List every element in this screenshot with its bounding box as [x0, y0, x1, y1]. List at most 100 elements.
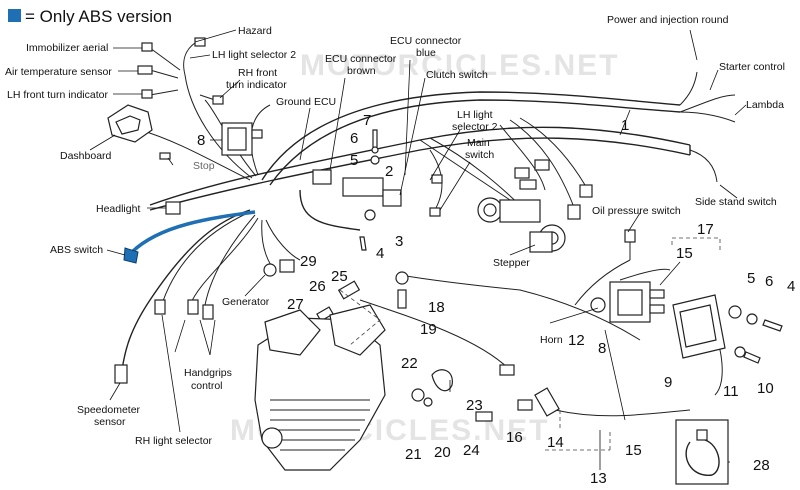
label-lh-light-2: selector 2 — [452, 121, 498, 133]
callout-4: 4 — [376, 245, 384, 262]
label-main-switch-1: Main — [467, 137, 490, 149]
label-rh-front-1: RH front — [238, 67, 277, 79]
label-lambda: Lambda — [746, 99, 784, 111]
callout-13: 13 — [590, 470, 607, 487]
callout-3: 3 — [395, 233, 403, 250]
callout-20: 20 — [434, 444, 451, 461]
clamp-28 — [675, 419, 729, 485]
label-power-injection: Power and injection round — [607, 14, 729, 26]
callout-22: 22 — [401, 355, 418, 372]
callout-11: 11 — [723, 383, 739, 400]
callout-9: 9 — [664, 374, 672, 391]
label-speedometer-1: Speedometer — [77, 404, 141, 416]
callout-5-right: 5 — [747, 270, 755, 287]
callout-17: 17 — [697, 221, 714, 238]
engine-block — [254, 304, 386, 471]
engine-dashed-guide — [339, 289, 381, 346]
label-horn: Horn — [540, 334, 563, 346]
label-stepper: Stepper — [493, 257, 530, 269]
oil-pressure-connector — [624, 229, 636, 243]
bracket-17 — [671, 237, 721, 250]
callout-10: 10 — [757, 380, 774, 397]
ecu-connector-blue — [382, 189, 402, 207]
dashboard-part — [107, 104, 153, 143]
callout-18: 18 — [428, 299, 445, 316]
bracket-13 — [545, 410, 611, 451]
callout-12: 12 — [568, 332, 585, 349]
leader-lines — [89, 29, 747, 470]
label-lh-light-1: LH light — [457, 109, 493, 121]
label-air-temperature-sensor: Air temperature sensor — [5, 66, 112, 78]
callout-14: 14 — [547, 434, 564, 451]
sensor-23-24-16 — [475, 364, 560, 422]
label-generator: Generator — [222, 296, 270, 308]
callout-25: 25 — [331, 268, 348, 285]
sensor-22-21-20 — [411, 369, 453, 407]
horn-connector — [590, 297, 606, 313]
label-ecu-blue-1: ECU connector — [390, 35, 462, 47]
callout-29: 29 — [300, 253, 317, 270]
legend-text: = Only ABS version — [25, 7, 172, 26]
callout-5: 5 — [350, 152, 358, 169]
callout-23: 23 — [466, 397, 483, 414]
label-lh-front-turn-indicator: LH front turn indicator — [7, 89, 108, 101]
callout-26: 26 — [309, 278, 326, 295]
callout-2: 2 — [385, 163, 393, 180]
label-main-switch-2: switch — [465, 149, 494, 161]
callout-numbers: 1 2 3 4 5 6 7 8 8 9 10 11 12 13 14 15 15… — [197, 112, 795, 487]
label-handgrips-2: control — [191, 380, 223, 392]
callout-19: 19 — [420, 321, 437, 338]
callout-8-right: 8 — [598, 340, 606, 357]
ecu-connector-brown — [312, 169, 384, 197]
relay-8-right — [609, 281, 665, 323]
label-side-stand-switch: Side stand switch — [695, 196, 777, 208]
part-labels: Hazard Immobilizer aerial Air temperatur… — [5, 14, 785, 447]
callout-21: 21 — [405, 446, 422, 463]
relay-8-left — [221, 122, 263, 156]
label-speedometer-2: sensor — [94, 416, 126, 428]
callout-15-top: 15 — [676, 245, 693, 262]
callout-4-right: 4 — [787, 278, 795, 295]
label-ecu-blue-2: blue — [416, 47, 436, 59]
callout-16: 16 — [506, 429, 523, 446]
callout-15-bottom: 15 — [625, 442, 642, 459]
label-rh-front-2: turn indicator — [226, 79, 287, 91]
left-connectors — [114, 37, 224, 384]
label-ecu-brown-1: ECU connector — [325, 53, 397, 65]
callout-6-right: 6 — [765, 273, 773, 290]
watermark-top: MOTORCICLES.NET — [300, 49, 619, 82]
label-ground-ecu: Ground ECU — [276, 96, 336, 108]
callout-6: 6 — [350, 130, 358, 147]
label-handgrips-1: Handgrips — [184, 367, 232, 379]
abs-legend-swatch — [8, 9, 21, 22]
headlight-connector — [165, 201, 181, 215]
label-oil-pressure-switch: Oil pressure switch — [592, 205, 681, 217]
throttle-body — [477, 197, 566, 253]
label-lh-light-selector-2: LH light selector 2 — [212, 49, 296, 61]
callout-1: 1 — [621, 117, 629, 134]
label-hazard: Hazard — [238, 25, 272, 37]
callout-27: 27 — [287, 296, 304, 313]
label-clutch-switch: Clutch switch — [426, 69, 488, 81]
bolts-center — [359, 129, 380, 251]
label-dashboard: Dashboard — [60, 150, 112, 162]
generator-connector — [263, 259, 295, 277]
callout-7: 7 — [363, 112, 371, 129]
label-abs-switch: ABS switch — [50, 244, 103, 256]
label-ecu-brown-2: brown — [347, 65, 376, 77]
control-box-9 — [672, 294, 726, 359]
bolts-right — [728, 305, 783, 364]
callout-8-left: 8 — [197, 132, 205, 149]
label-immobilizer-aerial: Immobilizer aerial — [26, 42, 108, 54]
abs-switch-connector — [123, 247, 139, 264]
callout-24: 24 — [463, 442, 480, 459]
sensor-parts — [316, 271, 409, 322]
label-rh-light-selector: RH light selector — [135, 435, 213, 447]
label-starter-control: Starter control — [719, 61, 785, 73]
label-stop: Stop — [193, 160, 215, 172]
label-headlight: Headlight — [96, 203, 140, 215]
harness-connectors — [429, 159, 593, 220]
callout-28: 28 — [753, 457, 770, 474]
